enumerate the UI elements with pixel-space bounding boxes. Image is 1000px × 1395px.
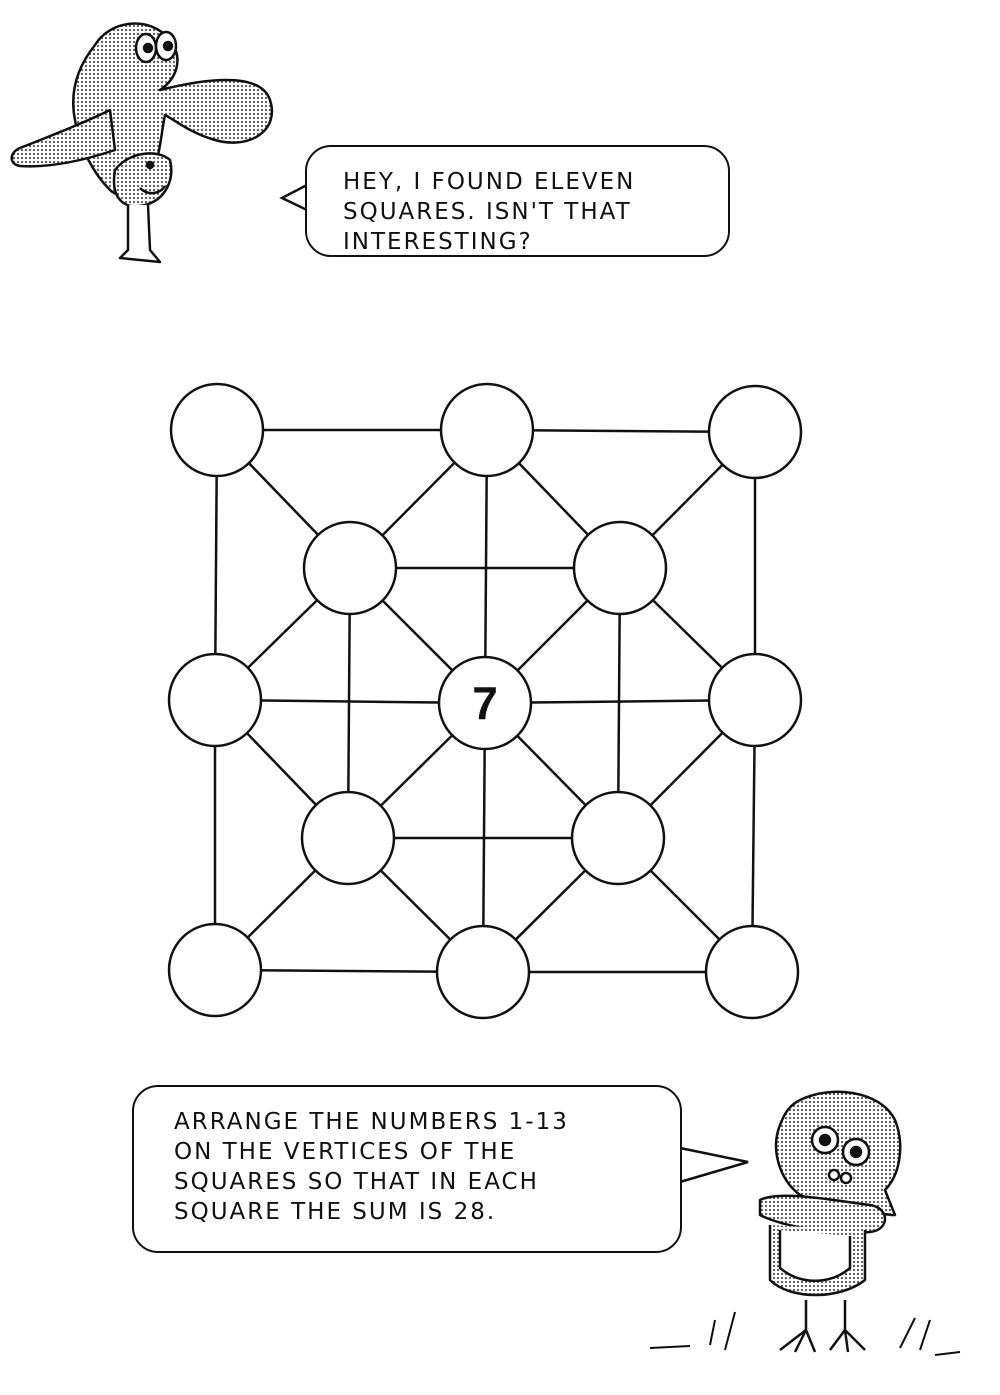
speech-bubble-tail-top (279, 183, 308, 212)
cartoon-bird-character-icon (649, 1090, 961, 1356)
vertex-circle-shape (300, 790, 396, 886)
vertex-circle (302, 520, 398, 616)
vertex-circle-shape (704, 924, 800, 1020)
vertex-circle (707, 384, 803, 480)
vertex-circle: 7 (437, 655, 533, 751)
vertex-circle (167, 922, 263, 1018)
vertex-circle-shape (707, 384, 803, 480)
vertex-circle-shape (707, 652, 803, 748)
square-puzzle-graph: 7 (167, 382, 803, 1020)
vertex-circle (435, 924, 531, 1020)
speech-text-top: HEY, I FOUND ELEVEN SQUARES. ISN'T THAT … (343, 167, 728, 257)
speech-line: HEY, I FOUND ELEVEN (343, 169, 636, 195)
speech-bubble-tail-bottom (679, 1146, 749, 1184)
vertex-circle (439, 382, 535, 478)
vertex-circle-shape (570, 790, 666, 886)
vertex-circle (300, 790, 396, 886)
vertex-label: 7 (472, 677, 498, 729)
speech-bubble-top: HEY, I FOUND ELEVEN SQUARES. ISN'T THAT … (305, 145, 730, 257)
speech-line: INTERESTING? (343, 229, 533, 255)
vertex-circle-shape (302, 520, 398, 616)
speech-bubble-bottom: ARRANGE THE NUMBERS 1-13 ON THE VERTICES… (132, 1085, 682, 1253)
speech-line: SQUARE THE SUM IS 28. (174, 1199, 497, 1225)
speech-text-bottom: ARRANGE THE NUMBERS 1-13 ON THE VERTICES… (174, 1107, 680, 1227)
vertex-circle-shape (167, 922, 263, 1018)
speech-line: ARRANGE THE NUMBERS 1-13 (174, 1109, 569, 1135)
vertex-circle-shape (437, 655, 533, 751)
vertex-circle-shape (439, 382, 535, 478)
graph-nodes: 7 (167, 382, 803, 1020)
speech-line: SQUARES. ISN'T THAT (343, 199, 632, 225)
vertex-circle (707, 652, 803, 748)
vertex-circle (169, 382, 265, 478)
speech-line: ON THE VERTICES OF THE (174, 1139, 517, 1165)
vertex-circle-shape (169, 382, 265, 478)
vertex-circle-shape (167, 652, 263, 748)
cartoon-hand-character-icon (10, 22, 274, 264)
vertex-circle (570, 790, 666, 886)
vertex-circle (167, 652, 263, 748)
vertex-circle (704, 924, 800, 1020)
vertex-circle (572, 520, 668, 616)
vertex-circle-shape (572, 520, 668, 616)
speech-line: SQUARES SO THAT IN EACH (174, 1169, 539, 1195)
vertex-circle-shape (435, 924, 531, 1020)
